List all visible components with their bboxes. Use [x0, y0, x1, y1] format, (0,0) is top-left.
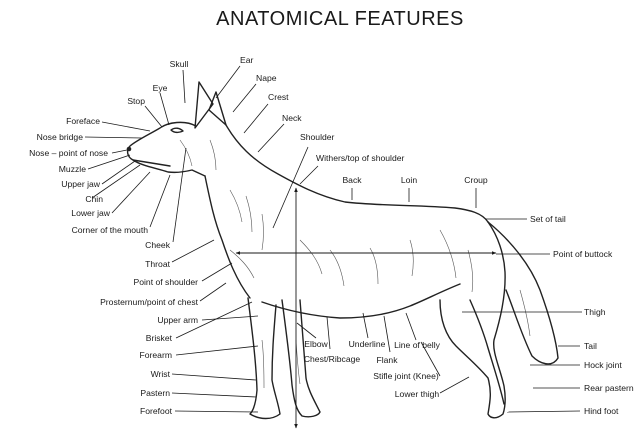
label-upper-arm: Upper arm — [157, 315, 198, 325]
eye-shape — [170, 127, 184, 134]
label-pastern: Pastern — [140, 388, 170, 398]
label-stifle-joint: Stifle joint (Knee) — [373, 371, 439, 381]
label-flank: Flank — [376, 355, 398, 365]
label-loin: Loin — [401, 175, 417, 185]
head-outline — [126, 121, 206, 177]
labels: Skull Ear Nape Crest Neck Eye Stop Foref… — [29, 55, 634, 416]
ear-right — [208, 91, 227, 126]
label-ear: Ear — [240, 55, 254, 65]
label-forearm: Forearm — [140, 350, 172, 360]
label-point-of-buttock: Point of buttock — [553, 249, 613, 259]
label-chest-ribcage: Chest/Ribcage — [304, 354, 361, 364]
label-chin: Chin — [85, 194, 103, 204]
label-muzzle: Muzzle — [59, 164, 86, 174]
front-leg-right — [281, 299, 321, 418]
label-rear-pastern: Rear pastern — [584, 383, 634, 393]
page-title: ANATOMICAL FEATURES — [216, 8, 464, 30]
label-croup: Croup — [464, 175, 488, 185]
label-skull: Skull — [170, 59, 189, 69]
label-back: Back — [342, 175, 362, 185]
front-leg-left — [247, 297, 281, 420]
belly-line — [261, 283, 461, 319]
label-wrist: Wrist — [151, 369, 171, 379]
label-crest: Crest — [268, 92, 289, 102]
label-nose-bridge: Nose bridge — [37, 132, 84, 142]
label-shoulder: Shoulder — [300, 132, 335, 142]
label-forefoot: Forefoot — [140, 406, 173, 416]
label-tail: Tail — [584, 341, 597, 351]
label-nose-point: Nose – point of nose — [29, 148, 108, 158]
label-throat: Throat — [145, 259, 170, 269]
label-brisket: Brisket — [146, 333, 173, 343]
label-elbow: Elbow — [304, 339, 328, 349]
label-underline: Underline — [349, 339, 386, 349]
label-foreface: Foreface — [66, 116, 100, 126]
label-lower-jaw: Lower jaw — [71, 208, 110, 218]
label-withers: Withers/top of shoulder — [316, 153, 405, 163]
label-prosternum: Prosternum/point of chest — [100, 297, 199, 307]
label-neck: Neck — [282, 113, 302, 123]
chest-front — [204, 175, 251, 299]
label-corner-of-mouth: Corner of the mouth — [72, 225, 149, 235]
label-upper-jaw: Upper jaw — [61, 179, 100, 189]
label-lower-thigh: Lower thigh — [395, 389, 440, 399]
rear-leg-inner — [469, 299, 505, 405]
rump-and-rear-leg — [439, 221, 506, 419]
label-hock-joint: Hock joint — [584, 360, 622, 370]
leader-lines — [84, 65, 582, 413]
label-thigh: Thigh — [584, 307, 606, 317]
label-nape: Nape — [256, 73, 277, 83]
label-set-of-tail: Set of tail — [530, 214, 566, 224]
topline — [225, 124, 489, 223]
dog-illustration — [126, 81, 559, 420]
label-cheek: Cheek — [145, 240, 171, 250]
label-point-of-shoulder: Point of shoulder — [134, 277, 199, 287]
nose-tip — [126, 146, 132, 152]
label-line-of-belly: Line of belly — [394, 340, 441, 350]
label-eye: Eye — [153, 83, 168, 93]
tail-shape — [487, 221, 559, 365]
label-hind-foot: Hind foot — [584, 406, 619, 416]
ear-left — [194, 81, 214, 129]
mouth-line — [132, 159, 171, 167]
label-stop: Stop — [127, 96, 145, 106]
